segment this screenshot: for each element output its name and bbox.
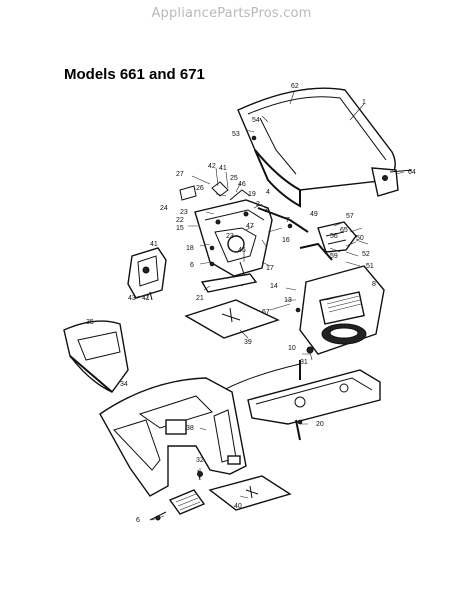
callout-42: 42 (208, 163, 216, 170)
callout-43: 43 (128, 295, 136, 302)
callout-32: 32 (196, 457, 204, 464)
callout-14: 14 (270, 283, 278, 290)
callout-21: 21 (196, 295, 204, 302)
callout-34: 34 (120, 381, 128, 388)
callout-56: 56 (330, 233, 338, 240)
dash-panel-part (179, 181, 309, 287)
callout-40: 40 (234, 503, 242, 510)
callout-53: 53 (232, 131, 240, 138)
floor-mat-large-part (208, 475, 292, 511)
callout-38: 38 (186, 425, 194, 432)
callout-35: 35 (86, 319, 94, 326)
callout-22: 22 (176, 217, 184, 224)
callout-17: 17 (266, 265, 274, 272)
callout-16: 16 (282, 237, 290, 244)
callout-25: 25 (230, 175, 238, 182)
callout-3: 3 (264, 207, 268, 214)
callout-19: 19 (248, 191, 256, 198)
hood-part (237, 87, 413, 208)
callout-41-low: 41 (142, 295, 150, 302)
callout-57: 57 (346, 213, 354, 220)
callout-65: 65 (340, 227, 348, 234)
floor-mat-small-part (184, 299, 280, 339)
site-watermark: AppliancePartsPros.com (151, 6, 312, 21)
callout-labels: 62 1 54 53 64 42 41 27 25 26 46 4 19 24 … (86, 83, 416, 524)
callout-8: 8 (372, 281, 376, 288)
callout-27: 27 (176, 171, 184, 178)
diagram-title: Models 661 and 671 (64, 66, 205, 83)
console-bracket-part (299, 221, 357, 261)
callout-62: 62 (291, 83, 299, 90)
callout-46: 46 (238, 181, 246, 188)
callout-47: 47 (246, 223, 254, 230)
callout-15: 15 (176, 225, 184, 232)
callout-67: 67 (262, 309, 270, 316)
footrest-platform-part (99, 377, 247, 497)
callout-26: 26 (196, 185, 204, 192)
callout-51: 51 (366, 263, 374, 270)
leader-lines (133, 91, 405, 521)
callout-18: 18 (186, 245, 194, 252)
callout-39: 39 (244, 339, 252, 346)
callout-10: 10 (288, 345, 296, 352)
callout-41-top: 41 (219, 165, 227, 172)
callout-49: 49 (310, 211, 318, 218)
callout-20: 20 (316, 421, 324, 428)
callout-23-lower: 23 (226, 233, 234, 240)
callout-50: 50 (356, 235, 364, 242)
callout-1: 1 (362, 99, 366, 106)
callout-13: 13 (284, 297, 292, 304)
seat-bracket-part (127, 247, 167, 301)
grille-part (299, 265, 385, 355)
callout-52: 52 (362, 251, 370, 258)
callout-2: 2 (256, 201, 260, 208)
callout-7: 7 (286, 217, 290, 224)
callout-6-lower: 6 (136, 517, 140, 524)
callout-45: 45 (238, 247, 246, 254)
callout-4: 4 (266, 189, 270, 196)
callout-54: 54 (252, 117, 260, 124)
callout-6-upper: 6 (190, 262, 194, 269)
bracket-part (200, 273, 258, 293)
callout-23-upper: 23 (180, 209, 188, 216)
callout-31: 31 (300, 359, 308, 366)
callout-59: 59 (330, 253, 338, 260)
callout-24: 24 (160, 205, 168, 212)
rear-fender-part (63, 320, 129, 393)
callout-41-mid: 41 (150, 241, 158, 248)
chassis-frame-part (209, 360, 381, 441)
callout-64: 64 (408, 169, 416, 176)
